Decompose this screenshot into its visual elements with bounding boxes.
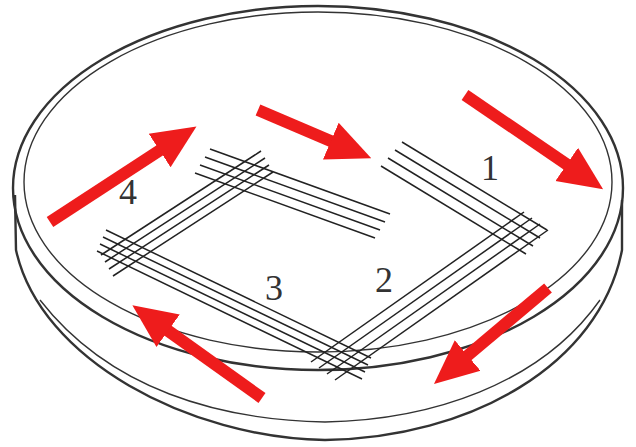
streak-lines [97,142,548,380]
region-number: 4 [117,174,139,210]
direction-arrows [50,95,575,398]
region-number: 2 [373,262,395,298]
region-number: 3 [263,270,285,306]
dish-outline [13,6,623,440]
region-number: 1 [479,150,501,186]
